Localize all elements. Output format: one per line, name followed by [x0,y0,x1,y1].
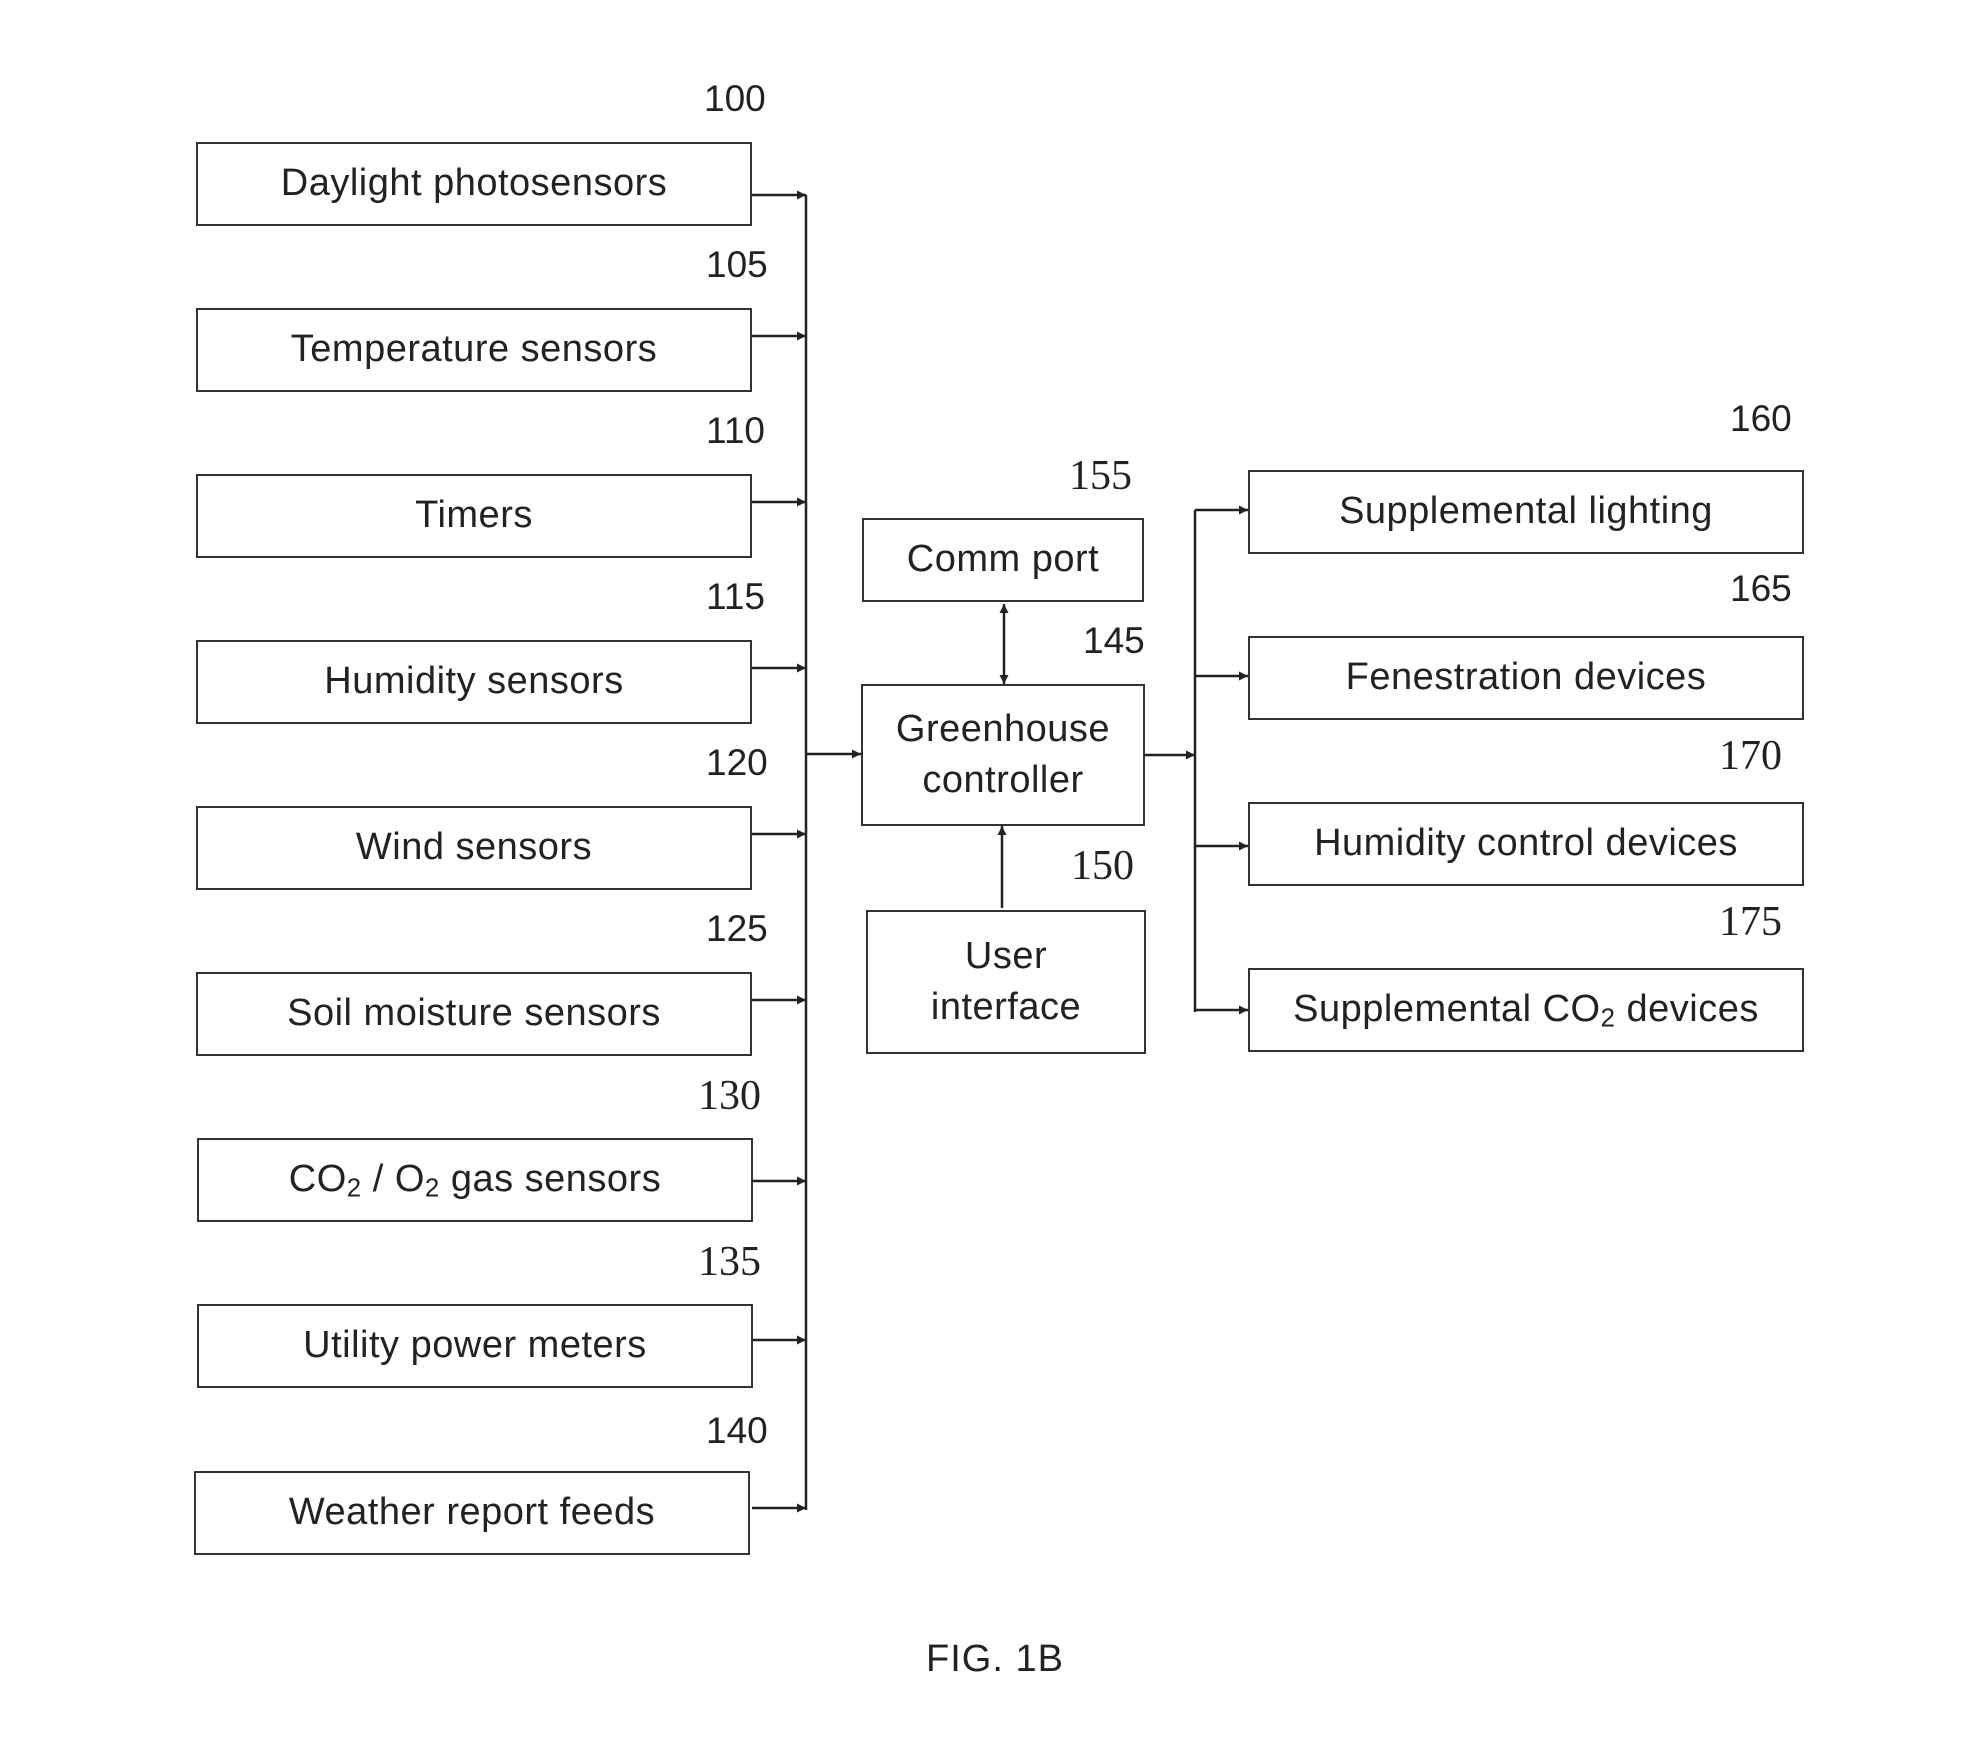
ref-145: 145 [1083,620,1145,661]
daylight-photosensors-label: Daylight photosensors [280,162,668,205]
figure-caption: FIG. 1B [926,1638,1064,1680]
humidity-sensors-block: Humidity sensors [196,640,752,724]
co2-o2-gas-sensors-block: CO2 / O2 gas sensors [197,1138,753,1222]
supplemental-co2-devices-label: Supplemental CO2 devices [1293,988,1759,1034]
weather-report-feeds-label: Weather report feeds [288,1491,656,1534]
supplemental-lighting-block: Supplemental lighting [1248,470,1804,554]
user-interface-line-1: User [964,934,1048,977]
user-interface-line-2: interface [930,986,1082,1028]
ref-175: 175 [1719,899,1782,945]
greenhouse-controller-block: Greenhouse controller [861,684,1145,826]
ref-170: 170 [1719,733,1782,779]
controller-line-2: controller [922,759,1084,801]
soil-moisture-sensors-block: Soil moisture sensors [196,972,752,1056]
ref-160: 160 [1730,398,1792,439]
wind-sensors-label: Wind sensors [355,826,593,869]
utility-power-meters-label: Utility power meters [303,1324,647,1367]
ref-115: 115 [706,576,765,617]
comm-port-label: Comm port [906,538,1100,581]
soil-moisture-sensors-label: Soil moisture sensors [287,992,661,1035]
fenestration-devices-block: Fenestration devices [1248,636,1804,720]
daylight-photosensors-block: Daylight photosensors [196,142,752,226]
humidity-control-devices-label: Humidity control devices [1314,822,1738,865]
utility-power-meters-block: Utility power meters [197,1304,753,1388]
ref-155: 155 [1069,453,1132,499]
timers-block: Timers [196,474,752,558]
wind-sensors-block: Wind sensors [196,806,752,890]
ref-105: 105 [706,244,768,285]
ref-125: 125 [706,908,768,949]
controller-line-1: Greenhouse [895,707,1111,750]
user-interface-block: User interface [866,910,1146,1054]
fenestration-devices-label: Fenestration devices [1345,656,1707,699]
ref-150: 150 [1071,843,1134,889]
weather-report-feeds-block: Weather report feeds [194,1471,750,1555]
ref-135: 135 [698,1239,761,1285]
ref-120: 120 [706,742,768,783]
co2-o2-gas-sensors-label: CO2 / O2 gas sensors [288,1158,662,1204]
timers-label: Timers [415,494,533,537]
ref-165: 165 [1730,568,1792,609]
supplemental-co2-devices-block: Supplemental CO2 devices [1248,968,1804,1052]
comm-port-block: Comm port [862,518,1144,602]
humidity-sensors-label: Humidity sensors [324,660,624,703]
supplemental-lighting-label: Supplemental lighting [1339,490,1713,533]
humidity-control-devices-block: Humidity control devices [1248,802,1804,886]
ref-100: 100 [704,78,766,119]
ref-140: 140 [706,1410,768,1451]
temperature-sensors-block: Temperature sensors [196,308,752,392]
ref-110: 110 [706,410,765,451]
ref-130: 130 [698,1073,761,1119]
temperature-sensors-label: Temperature sensors [290,328,658,371]
